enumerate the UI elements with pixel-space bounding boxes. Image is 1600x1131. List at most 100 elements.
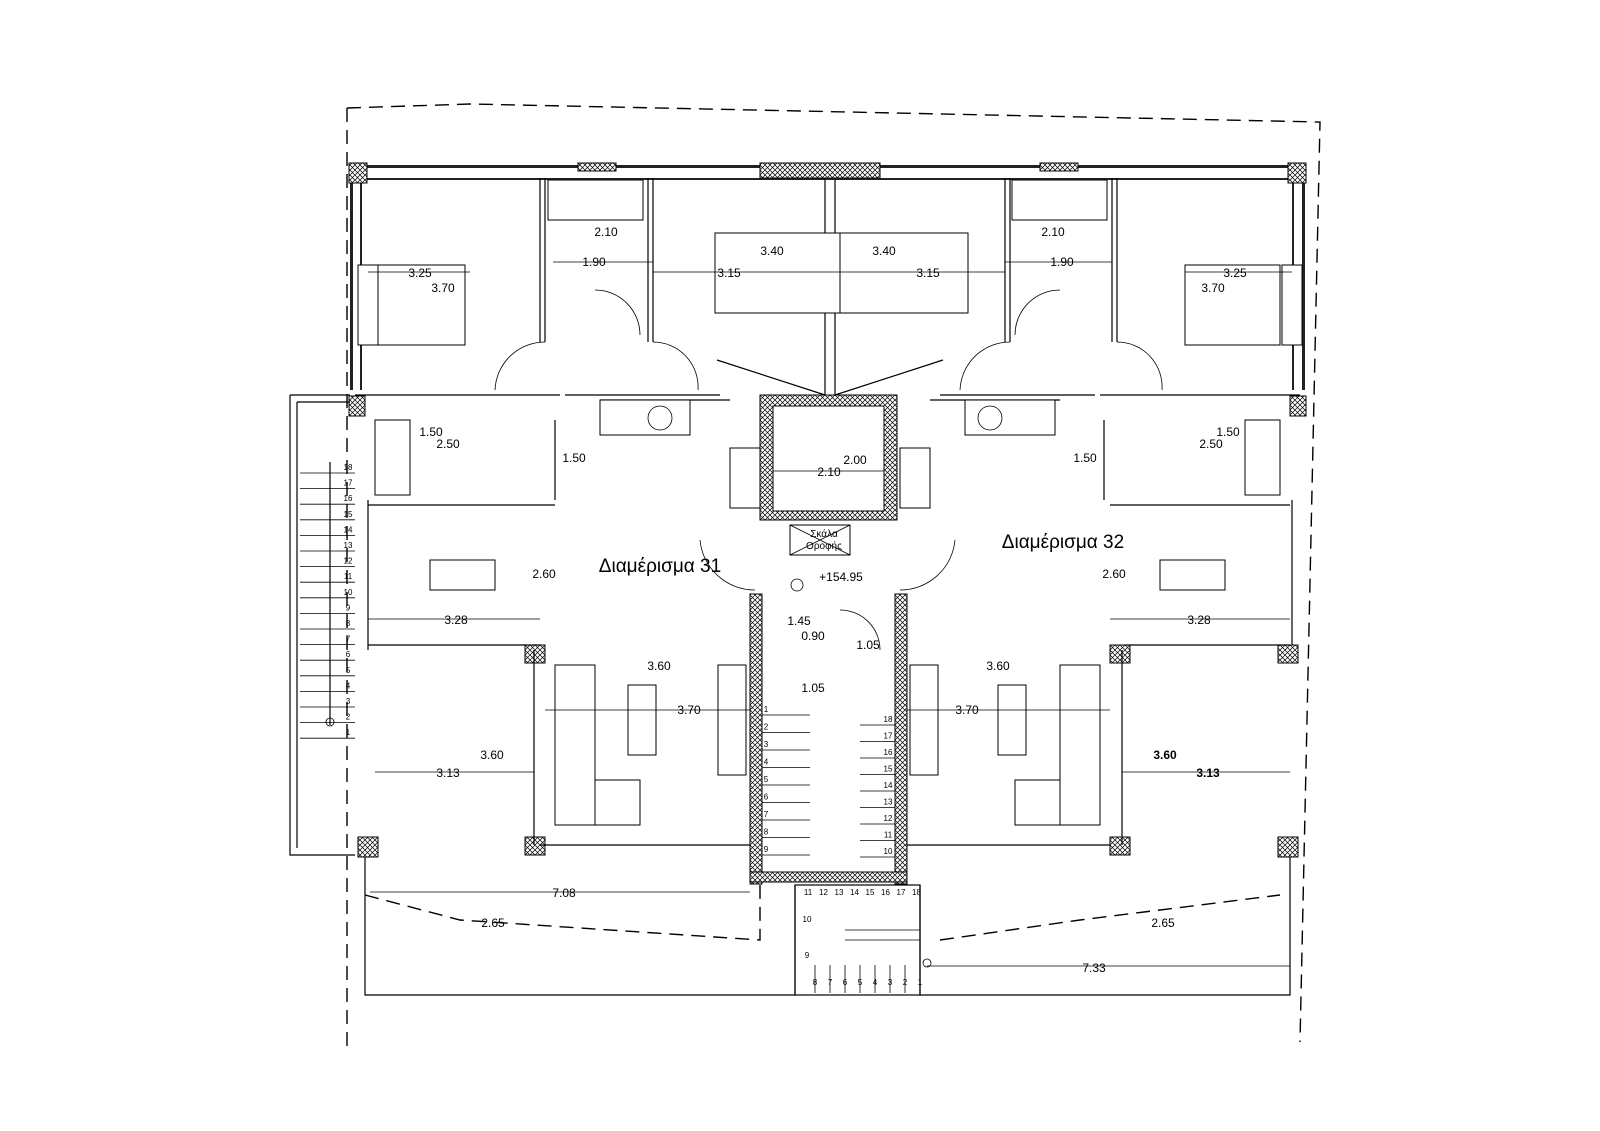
dim-ver-l-h: 3.60 <box>480 748 504 762</box>
left-stair-step: 6 <box>346 650 351 659</box>
roof-stair-label-1: Σκάλα <box>810 528 838 540</box>
bottom-stair-step: 4 <box>873 978 878 987</box>
dim-wc-l-a: 1.50 <box>419 425 443 439</box>
bottom-stair-step: 15 <box>866 888 875 897</box>
columns <box>348 162 1307 858</box>
left-stair-step: 14 <box>344 525 353 534</box>
bottom-stair-step: 3 <box>888 978 893 987</box>
dim-liv-l-a: 3.60 <box>647 659 671 673</box>
left-stair-step: 5 <box>346 666 351 675</box>
dim-din-l-h: 2.60 <box>532 567 556 581</box>
central-core <box>749 178 908 885</box>
plot-boundary <box>346 103 1321 1050</box>
level-marker-icon <box>790 578 804 592</box>
core-stair-step: 7 <box>764 810 769 819</box>
left-stair-step: 3 <box>346 697 351 706</box>
bottom-stair-step: 17 <box>897 888 906 897</box>
dim-bal-l-d: 2.65 <box>481 916 505 930</box>
balconies <box>364 857 1291 996</box>
bottom-stair-step: 12 <box>819 888 828 897</box>
dim-bed-cl-w: 3.15 <box>717 266 741 280</box>
dim-bath-l-a: 2.10 <box>594 225 618 239</box>
core-stair-step: 9 <box>764 845 769 854</box>
dim-bal-r-d: 2.65 <box>1151 916 1175 930</box>
core-stair-step: 10 <box>884 847 893 856</box>
core-stair-step: 13 <box>884 798 893 807</box>
left-stair-step: 7 <box>346 635 351 644</box>
dim-bed-cr-w: 3.15 <box>916 266 940 280</box>
apartment-31-label: Διαμέρισμα 31 <box>599 556 721 577</box>
dim-hall-a: 1.45 <box>787 614 811 628</box>
bottom-stair-step: 6 <box>843 978 848 987</box>
dim-bal-r-w: 7.33 <box>1082 961 1106 975</box>
bottom-stair-step: 14 <box>850 888 859 897</box>
core-stair-step: 5 <box>764 775 769 784</box>
bottom-stair-step: 5 <box>858 978 863 987</box>
dim-wc-r-c: 1.50 <box>1073 451 1097 465</box>
left-stair-step: 8 <box>346 619 351 628</box>
furniture <box>357 179 1303 826</box>
core-stair-step: 11 <box>884 831 893 840</box>
dim-din-r-h: 2.60 <box>1102 567 1126 581</box>
left-stair-step: 11 <box>344 572 353 581</box>
left-stair-step: 13 <box>344 541 353 550</box>
dim-bath-r-a: 2.10 <box>1041 225 1065 239</box>
dim-hall-c: 1.05 <box>856 638 880 652</box>
bottom-stair-step: 16 <box>881 888 890 897</box>
core-stair-step: 15 <box>884 765 893 774</box>
bottom-stair-step: 9 <box>805 951 810 960</box>
level-value: +154.95 <box>819 570 863 584</box>
dim-bed-cr-h: 3.40 <box>872 244 896 258</box>
dim-bed-l-w: 3.25 <box>408 266 432 280</box>
core-stair-step: 6 <box>764 793 769 802</box>
core-stair-step: 2 <box>764 723 769 732</box>
left-exterior-stair <box>289 394 355 856</box>
left-stair-step: 16 <box>344 494 353 503</box>
bottom-stair-step: 18 <box>912 888 921 897</box>
bottom-stair-step: 10 <box>803 915 812 924</box>
dim-liv-r-a: 3.60 <box>986 659 1010 673</box>
left-stair-step: 18 <box>344 463 353 472</box>
dim-lift-w: 2.10 <box>817 465 841 479</box>
dim-ver-l-w: 3.13 <box>436 766 460 780</box>
bottom-stair-step: 11 <box>804 888 813 897</box>
dim-hall-d: 1.05 <box>801 681 825 695</box>
left-stair-step: 9 <box>346 603 351 612</box>
left-stair-step: 10 <box>344 588 353 597</box>
core-stair-step: 3 <box>764 740 769 749</box>
dim-bed-r-w: 3.25 <box>1223 266 1247 280</box>
core-stair-step: 8 <box>764 828 769 837</box>
dim-lift-h: 2.00 <box>843 453 867 467</box>
dim-din-l-w: 3.28 <box>444 613 468 627</box>
left-stair-step: 17 <box>344 479 353 488</box>
apartment-32-label: Διαμέρισμα 32 <box>1002 532 1124 553</box>
left-stair-step: 2 <box>346 713 351 722</box>
dim-bed-r-h: 3.70 <box>1201 281 1225 295</box>
dim-wc-l-b: 2.50 <box>436 437 460 451</box>
core-stair-step: 18 <box>884 715 893 724</box>
core-stair-step: 16 <box>884 748 893 757</box>
dim-wc-r-b: 2.50 <box>1199 437 1223 451</box>
partitions <box>368 178 1290 846</box>
left-stair-step: 4 <box>346 681 351 690</box>
bottom-stair-step: 13 <box>835 888 844 897</box>
dim-bed-cl-h: 3.40 <box>760 244 784 258</box>
left-stair-step: 12 <box>344 557 353 566</box>
bottom-stair-step: 7 <box>828 978 833 987</box>
core-stair-step: 17 <box>884 732 893 741</box>
bottom-stair-step: 8 <box>813 978 818 987</box>
core-stair-step: 14 <box>884 781 893 790</box>
roof-stair-label-2: Οροφής <box>806 540 842 552</box>
dim-din-r-w: 3.28 <box>1187 613 1211 627</box>
dim-wc-r-a: 1.50 <box>1216 425 1240 439</box>
doors <box>494 289 1163 651</box>
core-stair-step: 12 <box>884 814 893 823</box>
core-stair-step: 4 <box>764 758 769 767</box>
dim-hall-b: 0.90 <box>801 629 825 643</box>
dim-wc-l-c: 1.50 <box>562 451 586 465</box>
bottom-stair-step: 2 <box>903 978 908 987</box>
dim-ver-r-w: 3.13 <box>1196 766 1220 780</box>
left-stair-step: 1 <box>346 728 351 737</box>
bottom-stair-step: 1 <box>918 978 923 987</box>
